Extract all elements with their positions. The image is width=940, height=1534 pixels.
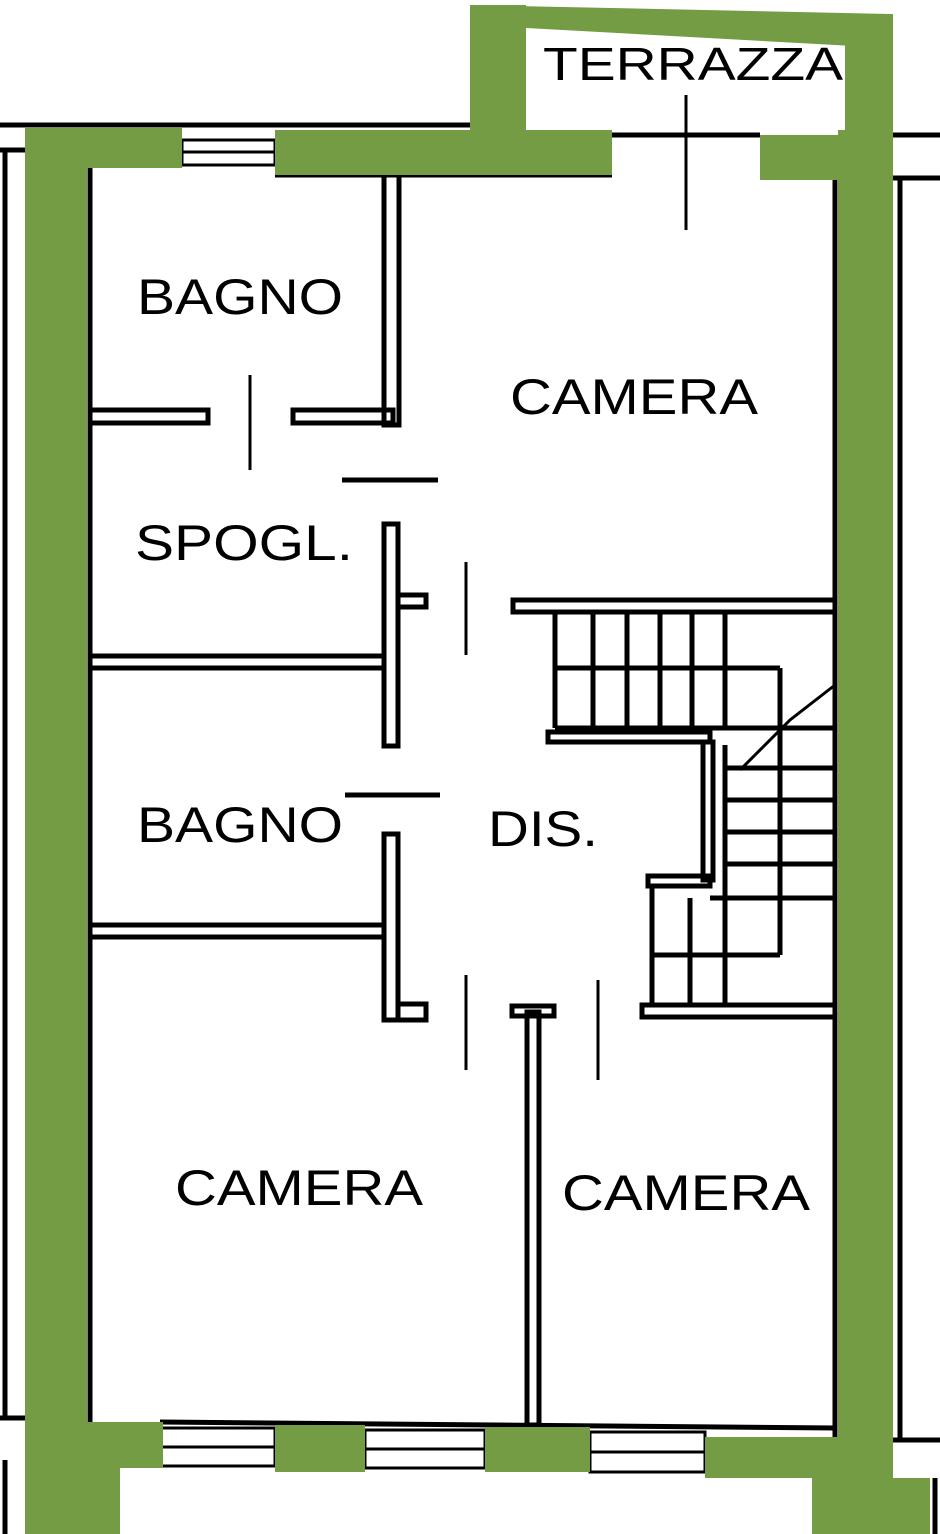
outer-lines bbox=[0, 122, 940, 1534]
staircase bbox=[510, 597, 838, 1020]
room-label-spogliatoio: SPOGL. bbox=[135, 515, 353, 571]
room-label-camera-top: CAMERA bbox=[510, 369, 759, 425]
room-label-bagno-mid: BAGNO bbox=[137, 797, 343, 853]
room-label-camera-bottom-right: CAMERA bbox=[562, 1165, 811, 1221]
room-label-terrazza: TERRAZZA bbox=[543, 38, 843, 90]
room-label-bagno-top: BAGNO bbox=[137, 269, 343, 325]
room-label-camera-bottom-left: CAMERA bbox=[175, 1160, 424, 1216]
load-bearing-walls bbox=[25, 5, 930, 1534]
room-label-disimpegno: DIS. bbox=[488, 801, 598, 857]
